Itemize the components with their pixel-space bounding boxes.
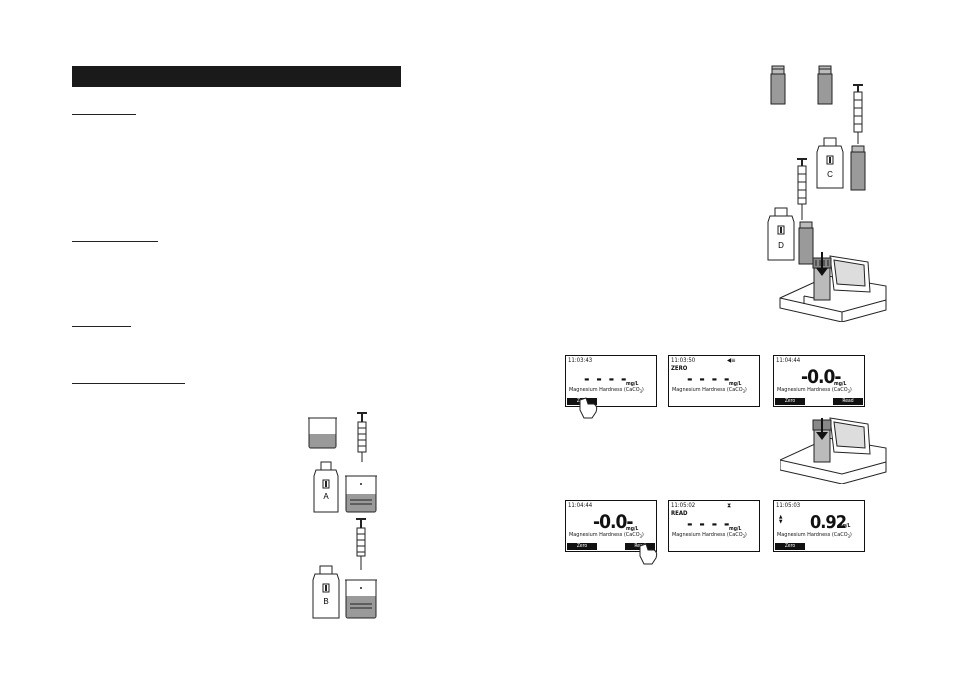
- zero-softkey[interactable]: Zero: [567, 543, 597, 550]
- section-rule-4: [72, 383, 185, 384]
- bottle-a-label: A: [323, 492, 329, 501]
- syringe-icon: [356, 518, 366, 570]
- lcd-screen-result: 11:05:03 ▲▼ 0.92 mg/L Magnesium Hardness…: [773, 500, 865, 552]
- scroll-arrows-icon: ▲▼: [779, 514, 783, 525]
- lcd-time: 11:03:43: [568, 357, 593, 364]
- section-rule-1: [72, 114, 136, 115]
- hourglass-icon: ⧗: [727, 502, 732, 509]
- lcd-time: 11:05:03: [776, 502, 801, 509]
- beaker-icon: [308, 417, 337, 449]
- cuvette-icon: [770, 65, 786, 105]
- lcd-unit: mg/L: [834, 381, 847, 387]
- section-title-bar: [72, 66, 401, 87]
- lcd-dashes: - - - -: [584, 370, 628, 388]
- lcd-time: 11:05:02: [671, 502, 696, 509]
- read-softkey[interactable]: Read: [833, 398, 863, 405]
- lcd-value: -0.0-: [593, 511, 633, 533]
- cuvette-icon: [850, 145, 866, 191]
- photometer-icon: [780, 417, 887, 484]
- syringe-icon: [797, 158, 807, 220]
- photometer-read-illustration: [780, 417, 887, 484]
- lcd-time: 11:04:44: [568, 502, 593, 509]
- photometer-icon: [779, 255, 887, 322]
- lcd-screen-reading: 11:05:02 ⧗ READ - - - - mg/L Magnesium H…: [668, 500, 760, 552]
- syringe-icon: [853, 84, 863, 144]
- syringe-icon: [357, 412, 367, 462]
- lcd-unit: mg/L: [729, 526, 742, 532]
- pointing-hand-icon: [639, 543, 658, 565]
- bottle-c-label: C: [827, 170, 833, 179]
- lcd-screen-read-prompt: 11:04:44 -0.0- mg/L Magnesium Hardness (…: [565, 500, 657, 552]
- beaker-icon: [345, 579, 377, 619]
- bottle-b-label: B: [323, 597, 328, 606]
- lcd-screen-zero-prompt: 11:03:43 - - - - mg/L Magnesium Hardness…: [565, 355, 657, 407]
- lcd-mode: ZERO: [671, 365, 688, 372]
- section-rule-3: [72, 326, 131, 327]
- lamp-icon: ◀≡: [727, 357, 736, 364]
- lcd-value: -0.0-: [801, 366, 841, 388]
- lcd-screen-zero-done: 11:04:44 -0.0- mg/L Magnesium Hardness (…: [773, 355, 865, 407]
- section-rule-2: [72, 241, 158, 242]
- lcd-parameter: Magnesium Hardness (CaCO3): [777, 387, 852, 395]
- lcd-unit: mg/L: [729, 381, 742, 387]
- lcd-dashes: - - - -: [687, 370, 731, 388]
- lcd-mode: READ: [671, 510, 688, 517]
- lcd-screen-zeroing: 11:03:50 ◀≡ ZERO - - - - mg/L Magnesium …: [668, 355, 760, 407]
- lcd-unit: mg/L: [838, 523, 851, 529]
- reagent-bottle-b-icon: B: [312, 565, 340, 619]
- lcd-parameter: Magnesium Hardness (CaCO3): [777, 532, 852, 540]
- lcd-value: 0.92: [810, 512, 847, 533]
- lcd-time: 11:04:44: [776, 357, 801, 364]
- lcd-unit: mg/L: [626, 526, 639, 532]
- lcd-parameter: Magnesium Hardness (CaCO3): [672, 532, 747, 540]
- cuvette-prep-illustration: C D: [767, 65, 887, 322]
- zero-softkey[interactable]: Zero: [775, 398, 805, 405]
- reagent-bottle-c-icon: C: [816, 137, 844, 189]
- lcd-parameter: Magnesium Hardness (CaCO3): [672, 387, 747, 395]
- beaker-icon: [345, 475, 377, 513]
- reagent-bottle-d-icon: D: [767, 207, 795, 261]
- lcd-unit: mg/L: [626, 381, 639, 387]
- lcd-time: 11:03:50: [671, 357, 696, 364]
- down-arrow-icon: [816, 252, 828, 276]
- down-arrow-icon: [816, 418, 828, 440]
- reagent-bottle-a-icon: A: [313, 461, 339, 513]
- sample-prep-illustration: A B: [308, 412, 377, 619]
- bottle-d-label: D: [778, 241, 784, 250]
- lcd-parameter: Magnesium Hardness (CaCO3): [569, 532, 644, 540]
- cuvette-icon: [798, 221, 814, 265]
- lcd-parameter: Magnesium Hardness (CaCO3): [569, 387, 644, 395]
- lcd-dashes: - - - -: [687, 515, 731, 533]
- cuvette-icon: [817, 65, 833, 105]
- pointing-hand-icon: [579, 397, 598, 419]
- zero-softkey[interactable]: Zero: [775, 543, 805, 550]
